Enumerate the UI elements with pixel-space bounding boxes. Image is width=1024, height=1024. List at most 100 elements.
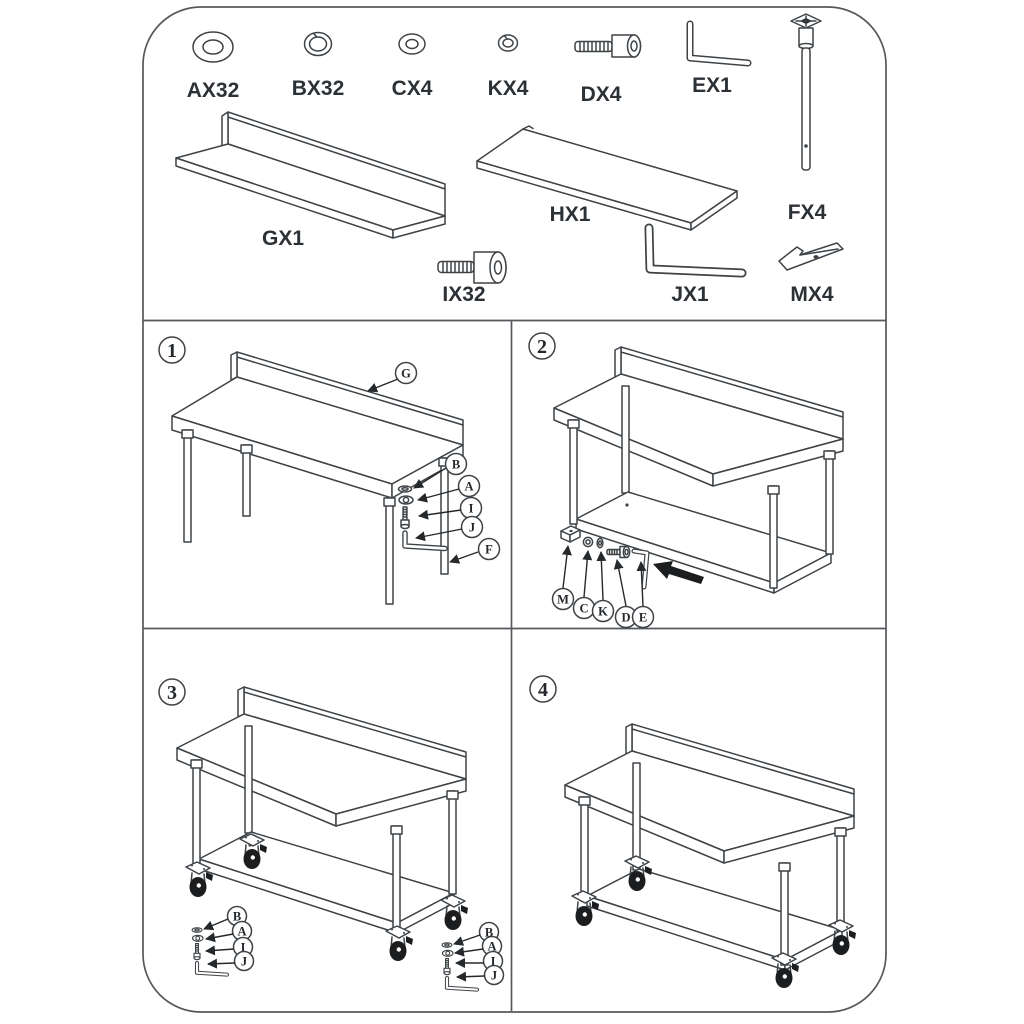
backsplash-panel-icon xyxy=(175,111,446,239)
flat-washer-icon xyxy=(192,31,234,63)
part-ax32: AX32 xyxy=(187,31,240,102)
spring-washer-item xyxy=(596,537,604,549)
callout-e: E xyxy=(631,561,655,629)
shelf-clip-item xyxy=(560,525,581,543)
part-kx4: KX4 xyxy=(488,34,529,100)
callout-b: B xyxy=(413,452,468,489)
part-gx1: GX1 xyxy=(175,111,446,250)
svg-text:B: B xyxy=(485,925,493,939)
svg-text:A: A xyxy=(464,479,473,493)
svg-text:J: J xyxy=(469,520,475,534)
part-dx4: DX4 xyxy=(574,34,642,106)
svg-text:A: A xyxy=(237,924,246,938)
sheet-border xyxy=(142,6,887,1013)
part-label: DX4 xyxy=(581,83,622,106)
svg-text:E: E xyxy=(639,610,647,624)
svg-text:J: J xyxy=(491,968,497,982)
part-label: GX1 xyxy=(262,227,304,250)
callout-m: M xyxy=(551,545,575,611)
spring-washer-icon xyxy=(303,31,333,57)
caster-wheel xyxy=(185,861,214,898)
part-label: BX32 xyxy=(292,77,345,100)
step4-panel: 4 xyxy=(529,675,857,989)
socket-head-bolt-large-icon xyxy=(437,251,507,284)
part-label: IX32 xyxy=(442,283,485,306)
svg-text:I: I xyxy=(469,501,474,515)
shelf-clip-icon xyxy=(778,242,844,271)
spring-washer-small-icon xyxy=(497,34,519,52)
step-badge: 1 xyxy=(158,336,186,364)
part-label: HX1 xyxy=(550,203,591,226)
caster-wheel xyxy=(440,894,469,931)
svg-text:B: B xyxy=(452,457,460,471)
part-bx32: BX32 xyxy=(292,31,345,100)
bolt-item xyxy=(606,545,631,559)
table-drawing xyxy=(176,686,467,934)
part-label: EX1 xyxy=(692,74,732,97)
svg-text:B: B xyxy=(233,909,241,923)
direction-arrow xyxy=(653,561,704,584)
callout-a-left: A xyxy=(205,920,253,943)
parts-panel: AX32 BX32 CX4 KX4 xyxy=(175,13,844,306)
step-badge: 4 xyxy=(529,675,557,703)
part-label: KX4 xyxy=(488,77,529,100)
part-label: JX1 xyxy=(671,283,709,306)
svg-text:I: I xyxy=(491,954,496,968)
part-ix32: IX32 xyxy=(437,251,507,306)
callout-a: A xyxy=(417,474,481,503)
table-drawing xyxy=(564,723,855,971)
caster-wheel xyxy=(771,952,800,989)
svg-text:J: J xyxy=(241,954,247,968)
leg-hardware-stack xyxy=(399,486,446,549)
part-mx4: MX4 xyxy=(778,242,844,306)
hex-key-icon xyxy=(686,20,752,67)
part-label: MX4 xyxy=(790,283,834,306)
hex-key-large-icon xyxy=(644,223,747,278)
callout-i: I xyxy=(418,496,483,520)
svg-text:I: I xyxy=(241,940,246,954)
undershelf-panel-icon xyxy=(476,125,738,231)
svg-text:K: K xyxy=(598,604,608,618)
step3-panel: 3 B A I J B xyxy=(158,678,505,990)
callout-g: G xyxy=(367,361,418,393)
step1-panel: 1 G B xyxy=(158,336,501,605)
table-drawing xyxy=(171,351,464,605)
washer-item xyxy=(582,536,594,548)
socket-head-bolt-icon xyxy=(574,34,642,58)
step-number: 2 xyxy=(537,336,547,358)
part-label: AX32 xyxy=(187,79,240,102)
callout-c: C xyxy=(572,550,596,620)
hex-key-item xyxy=(631,548,650,590)
caster-wheel xyxy=(385,925,414,962)
step-number: 3 xyxy=(167,682,177,704)
part-hx1: HX1 xyxy=(476,125,738,231)
svg-text:F: F xyxy=(485,542,493,556)
part-cx4: CX4 xyxy=(392,33,433,100)
callout-j: J xyxy=(415,515,484,542)
table-drawing xyxy=(553,346,844,594)
caster-hardware-stack-right xyxy=(442,943,477,990)
svg-text:D: D xyxy=(621,610,630,624)
step-badge: 3 xyxy=(158,678,186,706)
callout-k: K xyxy=(591,551,615,623)
part-fx4: FX4 xyxy=(788,13,827,224)
shelf-hardware-row xyxy=(560,525,704,590)
callout-j-right: J xyxy=(456,964,505,986)
part-label: CX4 xyxy=(392,77,433,100)
callout-j-left: J xyxy=(207,950,255,972)
step-number: 1 xyxy=(167,340,177,362)
step-badge: 2 xyxy=(528,332,556,360)
svg-text:C: C xyxy=(579,601,588,615)
flat-washer-small-icon xyxy=(398,33,426,55)
step2-panel: 2 xyxy=(528,332,844,629)
table-leg-icon xyxy=(790,13,822,171)
part-jx1: JX1 xyxy=(644,223,747,306)
part-label: FX4 xyxy=(788,201,827,224)
svg-text:A: A xyxy=(487,939,496,953)
callout-f: F xyxy=(449,537,501,564)
step-number: 4 xyxy=(538,679,548,701)
part-ex1: EX1 xyxy=(686,20,752,97)
svg-text:G: G xyxy=(401,366,411,380)
